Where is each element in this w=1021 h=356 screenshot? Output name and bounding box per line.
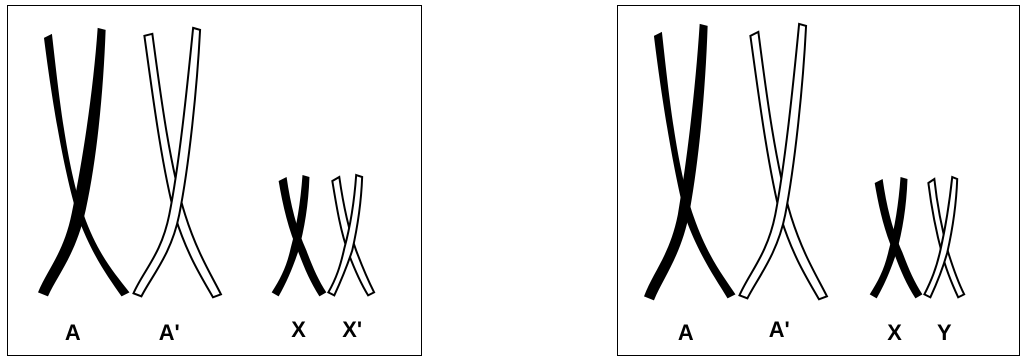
label-a-left: A bbox=[65, 320, 81, 345]
karyotype-panel-right: A A' X Y bbox=[617, 5, 1020, 356]
chromosome-x-dark bbox=[870, 177, 923, 298]
label-x-prime-left: X' bbox=[342, 317, 362, 342]
chromosome-y-light bbox=[924, 177, 964, 297]
chromosome-x-dark bbox=[272, 175, 327, 296]
chromosome-a-prime-light bbox=[739, 24, 826, 299]
karyotype-panel-left: A A' X X' bbox=[7, 5, 422, 356]
label-a-prime-left: A' bbox=[159, 320, 180, 345]
chromosome-a-dark bbox=[644, 24, 735, 300]
label-y-right: Y bbox=[937, 320, 952, 345]
label-x-left: X bbox=[291, 317, 306, 342]
label-x-right: X bbox=[887, 320, 902, 345]
chromosome-x-prime-light bbox=[328, 175, 374, 295]
label-a-prime-right: A' bbox=[769, 317, 790, 342]
chromosome-a-prime-light bbox=[133, 28, 220, 297]
karyotype-diagram-right: A A' X Y bbox=[618, 6, 1019, 355]
label-a-right: A bbox=[678, 320, 694, 345]
karyotype-diagram-left: A A' X X' bbox=[8, 6, 421, 355]
chromosome-a-dark bbox=[38, 28, 129, 296]
